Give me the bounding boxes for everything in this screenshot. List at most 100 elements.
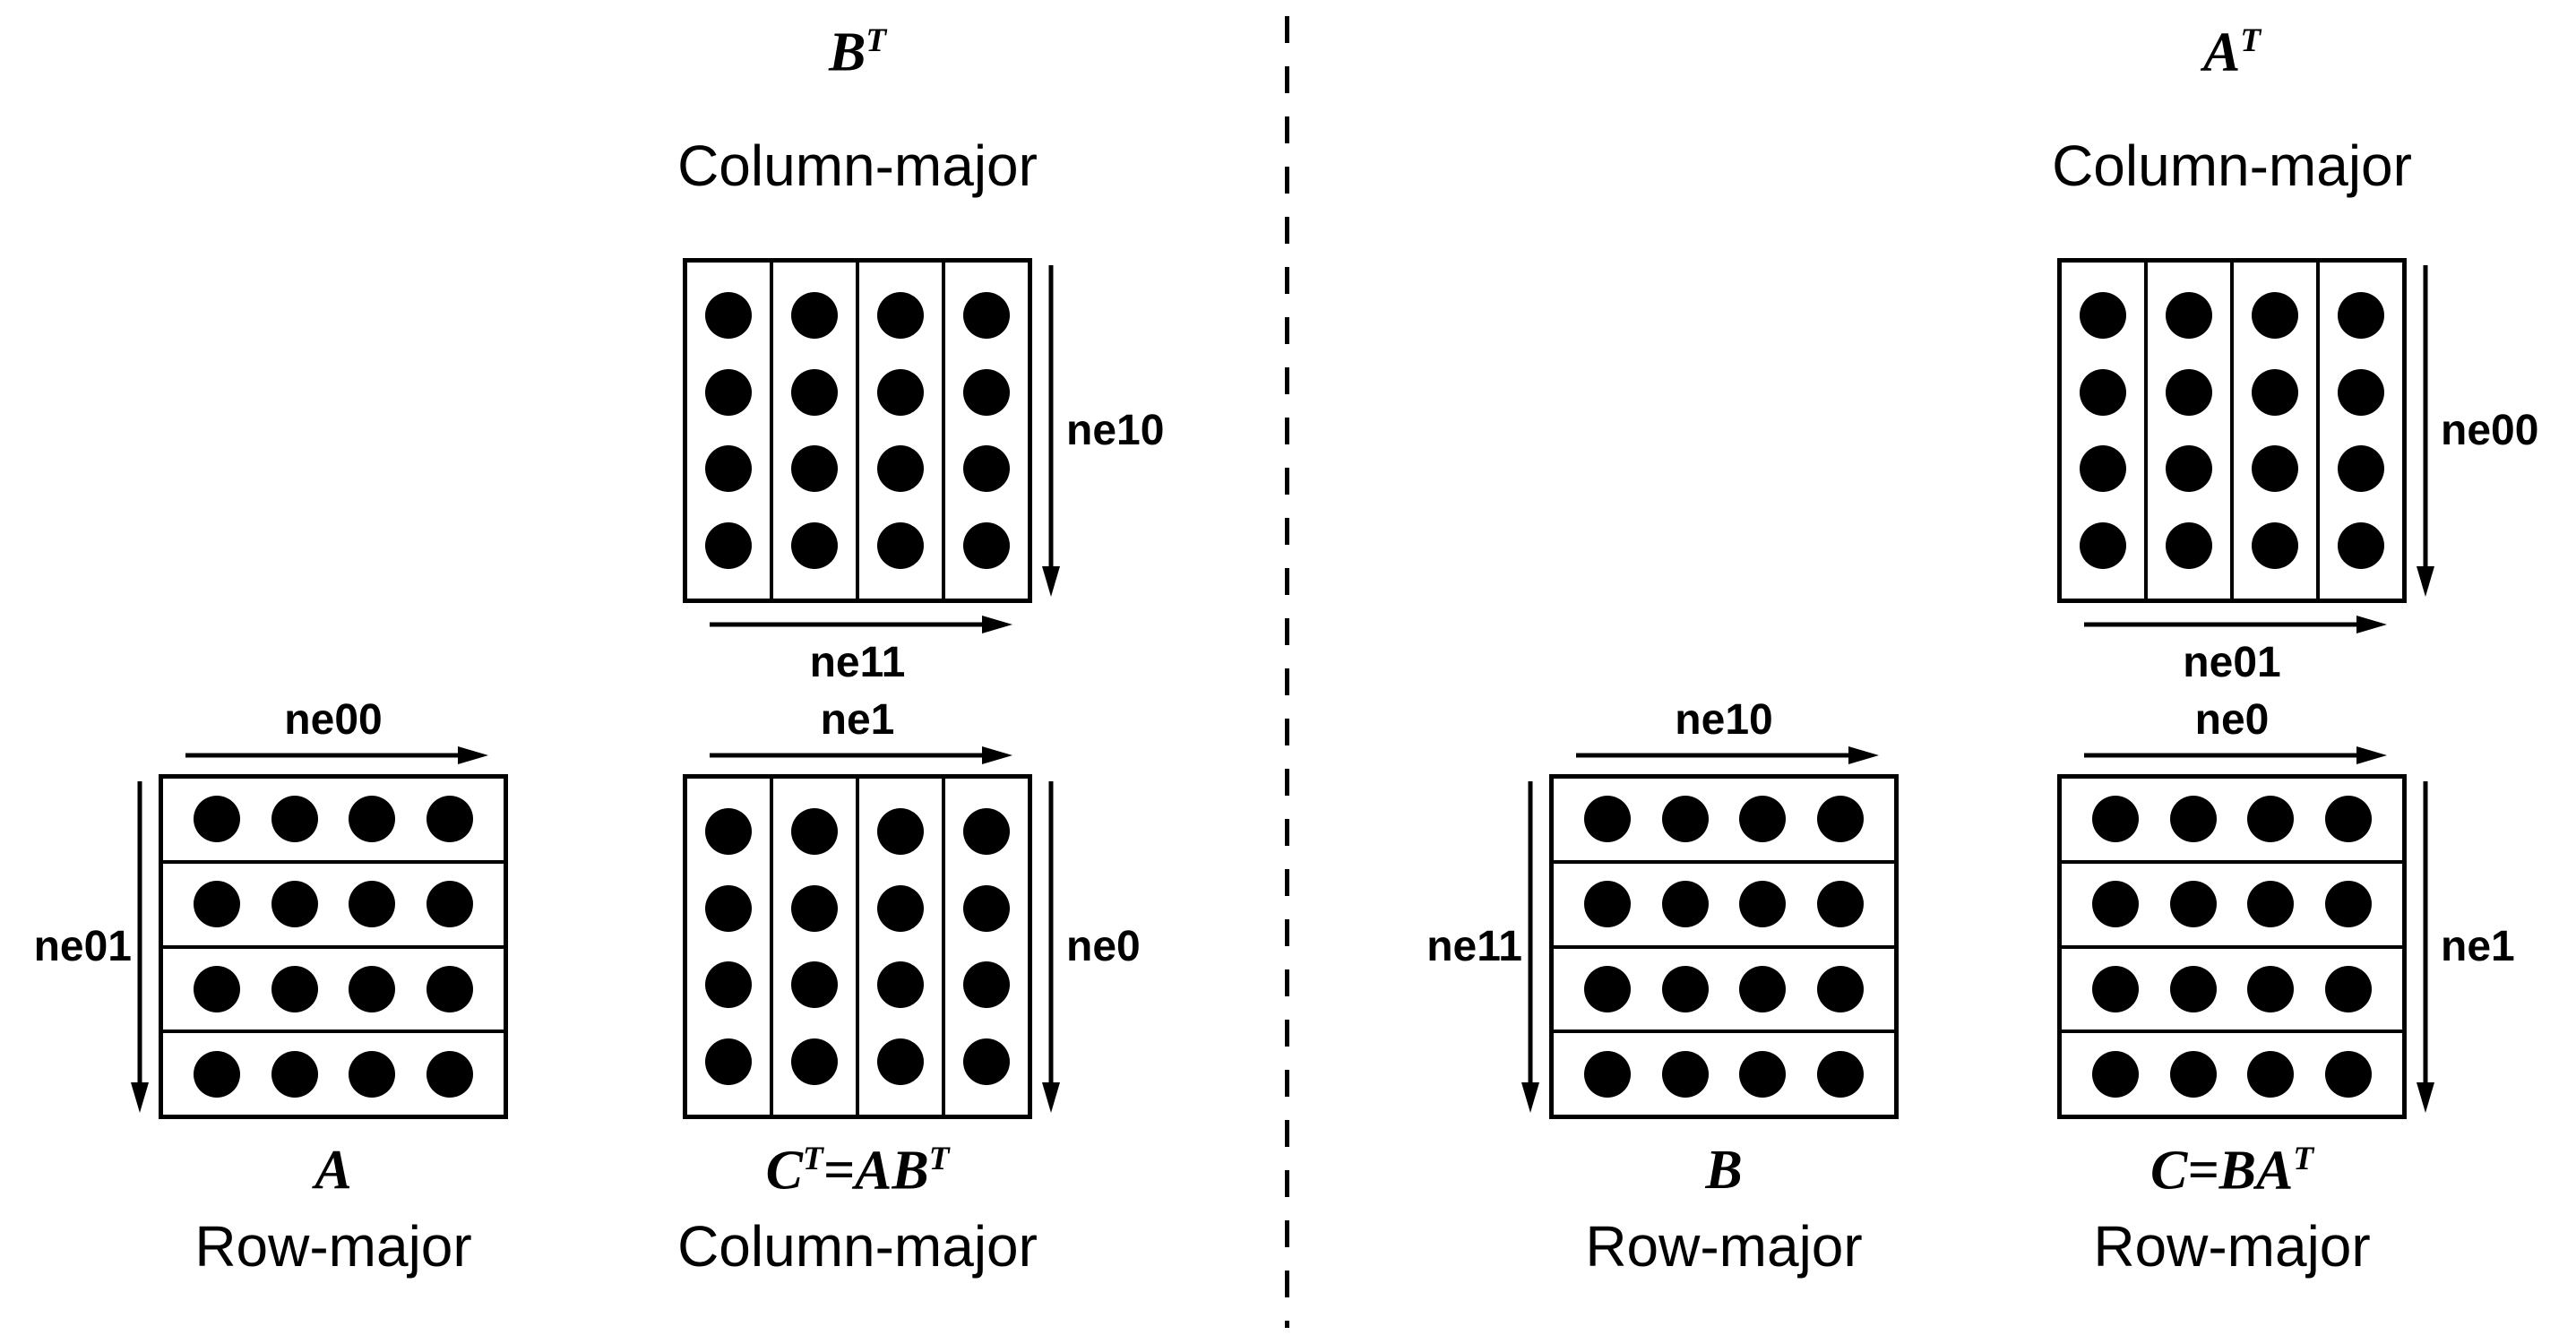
matrix-strip xyxy=(163,779,504,864)
down-arrow-icon xyxy=(1042,265,1060,597)
dimension-label-ne00: ne00 xyxy=(284,696,383,744)
dimension-label-ne10: ne10 xyxy=(1066,406,1165,454)
layout-label-a: Row-major xyxy=(194,1214,472,1279)
matrix-dot xyxy=(349,796,396,843)
matrix-dot xyxy=(1816,1050,1864,1098)
matrix-dot xyxy=(2166,521,2212,569)
matrix-dot xyxy=(426,796,473,843)
matrix-dot xyxy=(1739,1050,1787,1098)
matrix-dot xyxy=(2247,965,2295,1012)
matrix-dot xyxy=(1584,881,1632,928)
down-arrow-icon xyxy=(1521,781,1539,1113)
matrix-a-transpose xyxy=(2057,258,2407,603)
matrix-strip xyxy=(1554,1033,1894,1115)
matrix-dot xyxy=(271,1050,318,1098)
matrix-dot xyxy=(426,965,473,1012)
matrix-title-c: C=BAT xyxy=(2150,1140,2314,1202)
matrix-dot xyxy=(963,961,1010,1009)
dimension-label-ne1: ne1 xyxy=(820,696,895,744)
matrix-a xyxy=(159,774,508,1119)
matrix-dot xyxy=(791,521,838,569)
matrix-dot xyxy=(2324,965,2372,1012)
matrix-dot xyxy=(1739,796,1787,843)
right-arrow-icon xyxy=(710,746,1012,764)
matrix-strip xyxy=(2062,949,2402,1034)
down-arrow-icon xyxy=(1042,781,1060,1113)
matrix-dot xyxy=(705,1038,752,1085)
matrix-dot xyxy=(2338,292,2384,340)
matrix-title-b: B xyxy=(1705,1140,1743,1201)
matrix-title-at: AT xyxy=(2202,22,2262,83)
right-arrow-icon xyxy=(710,616,1012,633)
matrix-dot xyxy=(877,368,924,416)
dimension-label-ne11: ne11 xyxy=(809,639,906,686)
matrix-strip xyxy=(1554,864,1894,949)
matrix-dot xyxy=(2338,445,2384,493)
matrix-dot xyxy=(2092,965,2140,1012)
figure-b-transpose: BT Column-major ne10 ne11 xyxy=(677,23,1164,685)
right-arrow-icon xyxy=(185,746,488,764)
matrix-dot xyxy=(705,961,752,1009)
matrix-dot xyxy=(2166,445,2212,493)
matrix-b-transpose xyxy=(683,258,1032,603)
matrix-strip xyxy=(859,779,945,1115)
matrix-dot xyxy=(2247,881,2295,928)
matrix-dot xyxy=(705,445,752,493)
down-arrow-icon xyxy=(131,781,149,1113)
dimension-label-ne11: ne11 xyxy=(1426,922,1522,970)
matrix-dot xyxy=(2252,292,2298,340)
matrix-dot xyxy=(2169,965,2217,1012)
matrix-dot xyxy=(2338,521,2384,569)
matrix-dot xyxy=(1816,881,1864,928)
matrix-title-ct: CT=ABT xyxy=(765,1140,950,1202)
down-arrow-icon xyxy=(2417,265,2434,597)
matrix-dot xyxy=(705,292,752,340)
matrix-dot xyxy=(2080,292,2126,340)
matrix-dot xyxy=(1661,1050,1709,1098)
matrix-strip xyxy=(163,1033,504,1115)
matrix-strip xyxy=(945,263,1028,599)
matrix-strip xyxy=(687,263,773,599)
matrix-dot xyxy=(1739,881,1787,928)
matrix-dot xyxy=(426,1050,473,1098)
matrix-dot xyxy=(877,445,924,493)
matrix-dot xyxy=(271,965,318,1012)
matrix-title-bt: BT xyxy=(828,22,887,83)
matrix-dot xyxy=(791,368,838,416)
down-arrow-icon xyxy=(2417,781,2434,1113)
matrix-dot xyxy=(2080,445,2126,493)
matrix-dot xyxy=(705,808,752,856)
layout-label-at: Column-major xyxy=(2052,134,2412,198)
matrix-dot xyxy=(963,445,1010,493)
matrix-dot xyxy=(2092,881,2140,928)
matrix-c xyxy=(2057,774,2407,1119)
matrix-strip xyxy=(2062,779,2402,864)
matrix-dot xyxy=(1584,965,1632,1012)
matrix-dot xyxy=(1661,881,1709,928)
dimension-label-ne1: ne1 xyxy=(2441,922,2515,970)
matrix-dot xyxy=(877,961,924,1009)
matrix-dot xyxy=(2080,368,2126,416)
matrix-dot xyxy=(791,1038,838,1085)
matrix-strip xyxy=(2062,263,2148,599)
matrix-dot xyxy=(2080,521,2126,569)
dimension-label-ne00: ne00 xyxy=(2441,406,2539,454)
matrix-dot xyxy=(877,884,924,932)
figure-c: ne0 ne1 C=BAT Row-major xyxy=(2057,699,2515,1277)
dimension-label-ne01: ne01 xyxy=(33,922,132,970)
matrix-strip xyxy=(2234,263,2320,599)
right-arrow-icon xyxy=(1576,746,1879,764)
matrix-dot xyxy=(2324,881,2372,928)
panel-divider-dashed-line xyxy=(1285,16,1289,1328)
matrix-dot xyxy=(2324,1050,2372,1098)
matrix-strip xyxy=(2320,263,2402,599)
matrix-dot xyxy=(963,1038,1010,1085)
matrix-dot xyxy=(705,884,752,932)
matrix-dot xyxy=(2166,368,2212,416)
matrix-dot xyxy=(2169,881,2217,928)
matrix-dot xyxy=(349,881,396,928)
matrix-strip xyxy=(945,779,1028,1115)
matrix-dot xyxy=(2252,521,2298,569)
matrix-dot xyxy=(1816,965,1864,1012)
layout-label-c: Row-major xyxy=(2093,1214,2371,1279)
